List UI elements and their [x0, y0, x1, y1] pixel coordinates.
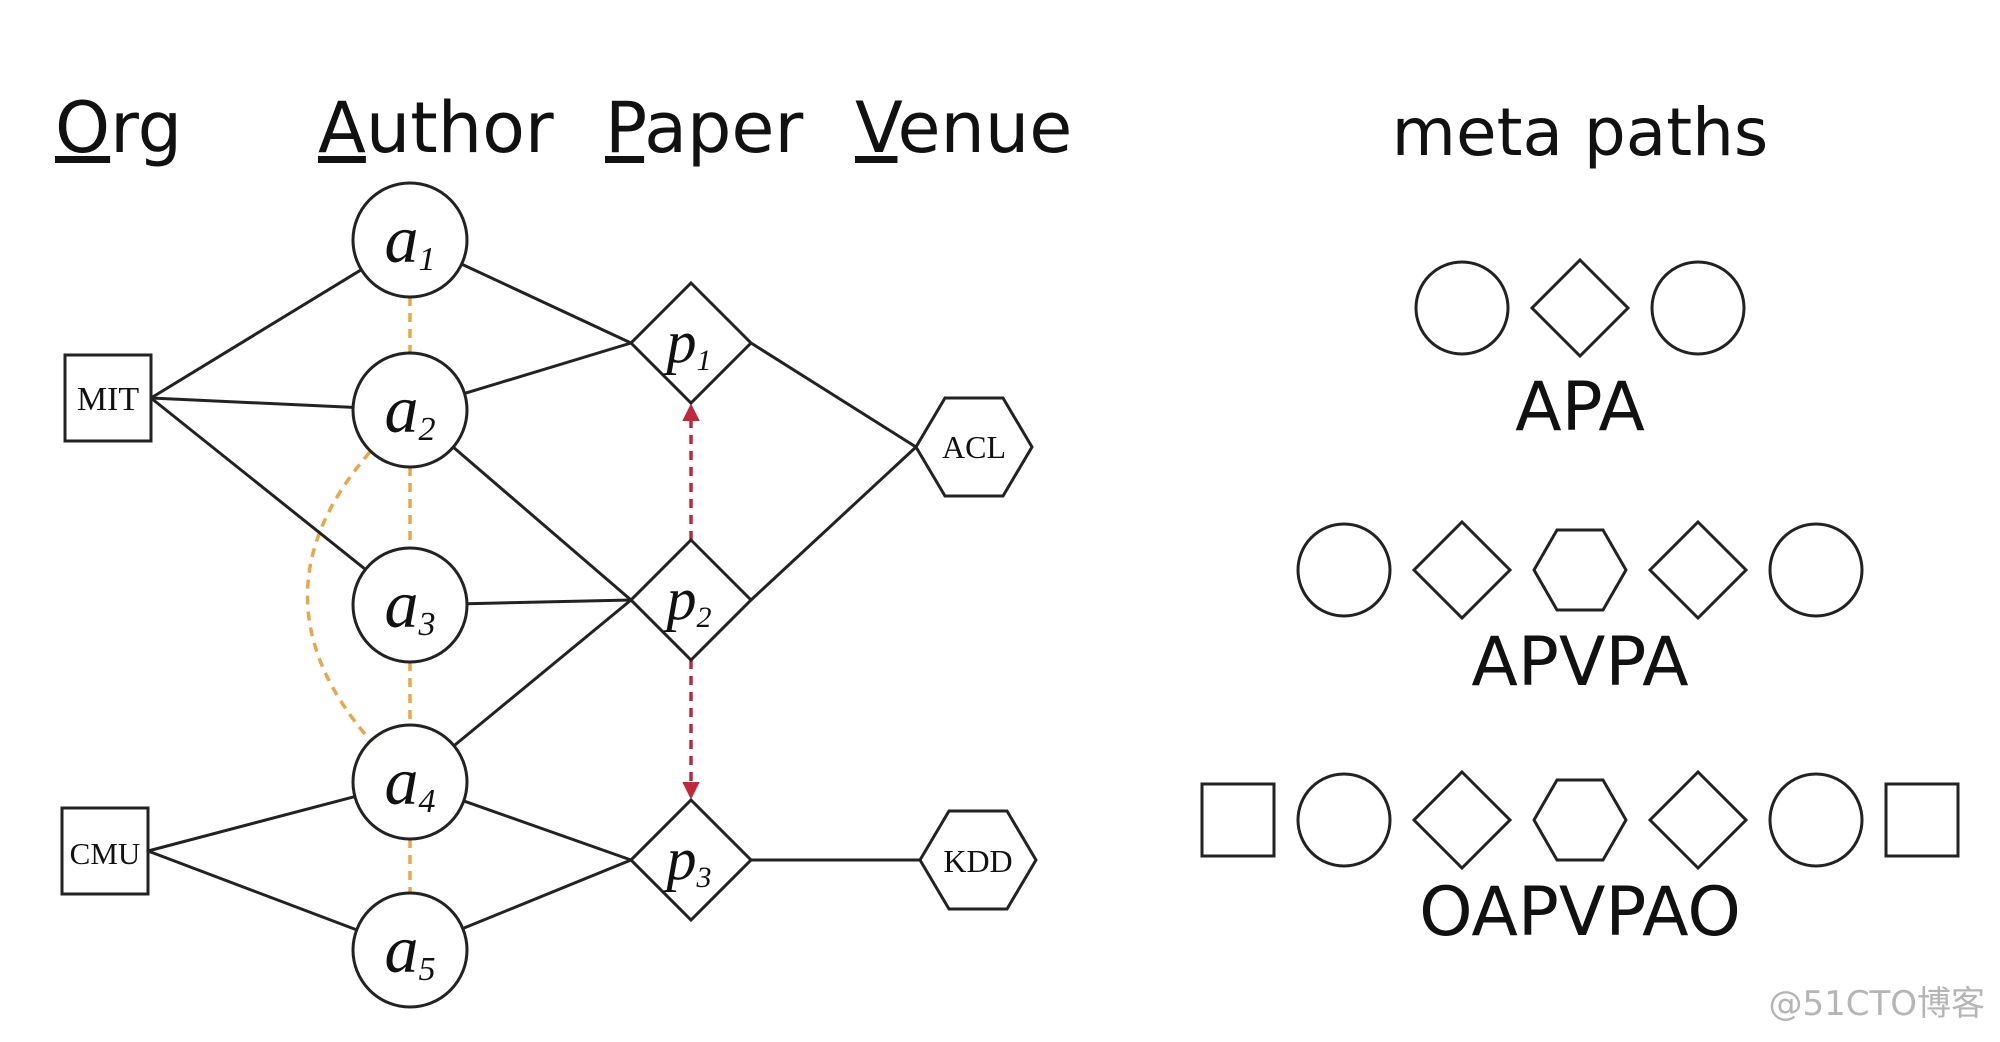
hexagon-shape: [1532, 528, 1628, 612]
square-shape: [1200, 782, 1276, 858]
diamond-shape: [1647, 519, 1749, 621]
circle-shape: [1768, 772, 1864, 868]
circle-shape: [1768, 522, 1864, 618]
edge-mit-a1: [150, 268, 363, 400]
edge-a4-p2: [453, 598, 632, 747]
circle-shape: [1296, 522, 1392, 618]
author-node-a1: a1: [351, 181, 469, 299]
svg-text:a2: a2: [385, 371, 436, 448]
edge-cmu-a4: [147, 795, 356, 853]
meta-path-oapvpao-label: OAPVPAO: [1419, 873, 1741, 952]
svg-text:p3: p3: [663, 826, 712, 894]
paper-node-p1: p1: [628, 280, 754, 406]
header-paper: Paper: [605, 87, 803, 169]
header-venue: Venue: [855, 87, 1072, 169]
square-shape: [1884, 782, 1960, 858]
diamond-shape: [1411, 519, 1513, 621]
venue-nodes: ACL KDD: [914, 396, 1038, 911]
author-nodes: a1 a2 a3 a4 a5: [351, 181, 469, 1009]
meta-path-apvpa-label: APVPA: [1471, 623, 1688, 702]
edge-p1-acl: [750, 341, 917, 449]
author-relation-a2-a4: [305, 450, 372, 742]
author-node-a3: a3: [351, 546, 469, 664]
org-node-mit: MIT: [63, 353, 153, 443]
meta-path-oapvpao: OAPVPAO: [1200, 769, 1960, 952]
edge-mit-a2: [150, 396, 354, 409]
diamond-shape: [1529, 257, 1631, 359]
venue-node-kdd: KDD: [918, 809, 1038, 911]
author-relation-links: [305, 297, 412, 893]
column-headers: Org Author Paper Venue: [55, 87, 1072, 169]
diamond-shape: [1411, 769, 1513, 871]
svg-text:a4: a4: [385, 743, 436, 820]
edge-a5-p3: [462, 858, 632, 930]
edge-a2-p1: [464, 341, 632, 395]
org-nodes: MIT CMU: [60, 353, 153, 896]
org-node-cmu: CMU: [60, 806, 150, 896]
header-org: Org: [55, 87, 182, 169]
diamond-shape: [1647, 769, 1749, 871]
author-node-a5: a5: [351, 891, 469, 1009]
hexagon-shape: [1532, 778, 1628, 862]
edge-cmu-a5: [147, 849, 358, 932]
watermark: @51CTO博客: [1768, 984, 1985, 1024]
svg-text:a5: a5: [385, 911, 436, 988]
edge-a4-p3: [463, 799, 632, 862]
svg-text:a1: a1: [385, 201, 436, 278]
edge-mit-a3: [150, 396, 367, 571]
svg-text:MIT: MIT: [77, 381, 140, 418]
edge-p2-acl: [749, 445, 918, 602]
svg-text:a3: a3: [385, 566, 436, 643]
svg-text:p2: p2: [663, 566, 712, 634]
edge-a2-p2: [452, 446, 632, 602]
network-edges: [147, 262, 920, 932]
circle-shape: [1296, 772, 1392, 868]
circle-shape: [1650, 260, 1746, 356]
author-node-a2: a2: [351, 351, 469, 469]
edge-a3-p2: [466, 598, 632, 606]
circle-shape: [1414, 260, 1510, 356]
paper-node-p2: p2: [628, 537, 754, 663]
meta-path-apvpa-shapes: [1296, 519, 1864, 621]
venue-node-acl: ACL: [914, 396, 1034, 498]
meta-paths-title: meta paths: [1392, 94, 1769, 171]
svg-text:ACL: ACL: [942, 429, 1006, 465]
svg-text:KDD: KDD: [943, 843, 1012, 879]
edge-a1-p1: [461, 262, 632, 345]
meta-path-apa-label: APA: [1515, 368, 1645, 447]
paper-nodes: p1 p2 p3: [628, 280, 754, 923]
meta-path-apa: APA: [1414, 257, 1746, 447]
header-author: Author: [318, 87, 554, 169]
paper-node-p3: p3: [628, 797, 754, 923]
svg-text:CMU: CMU: [70, 836, 141, 871]
svg-text:p1: p1: [663, 309, 712, 377]
meta-path-apa-shapes: [1414, 257, 1746, 359]
meta-path-oapvpao-shapes: [1200, 769, 1960, 871]
author-node-a4: a4: [351, 723, 469, 841]
meta-path-apvpa: APVPA: [1296, 519, 1864, 702]
